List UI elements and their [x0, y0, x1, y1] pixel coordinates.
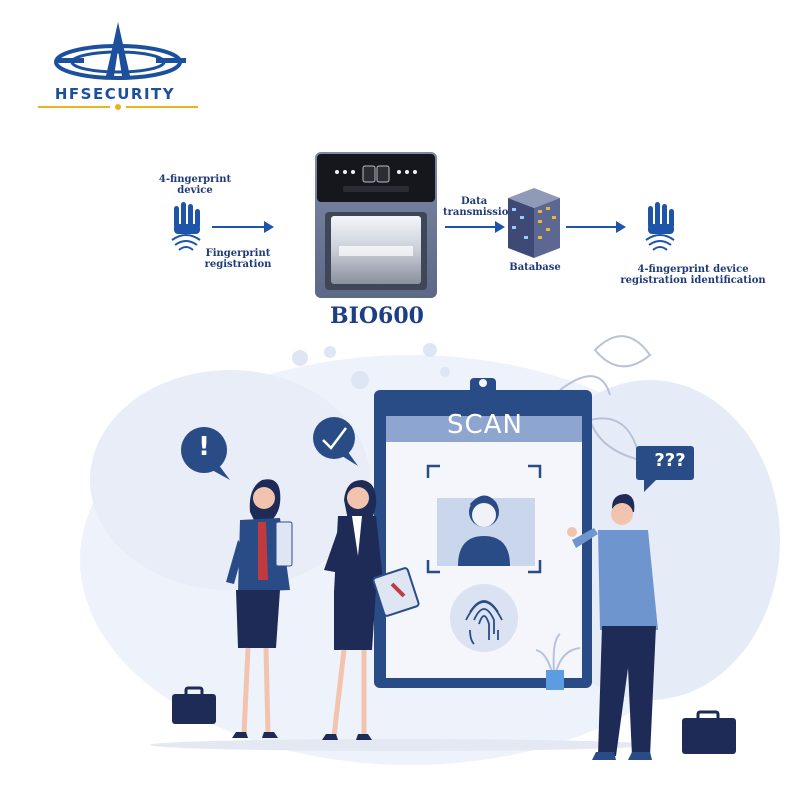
arrow-right-icon [566, 221, 626, 233]
hand-fingerprint-icon [645, 202, 675, 251]
logo-text: HFSECURITY [54, 85, 176, 103]
alert-icon: ! [198, 432, 210, 462]
device-label: 4-fingerprint device [158, 174, 232, 196]
arrow-right-icon [445, 221, 505, 233]
hand-fingerprint-icon [171, 202, 201, 251]
bio600-device-icon [315, 152, 437, 298]
woman-middle [322, 480, 420, 740]
man-right [567, 494, 658, 760]
hfsecurity-logo-icon [54, 22, 186, 80]
woman-left [226, 479, 293, 738]
arrow-right-icon [212, 221, 274, 233]
identification-label: 4-fingerprint device registration identi… [620, 264, 766, 286]
device-name: BIO600 [330, 303, 424, 329]
logo-underline [38, 104, 198, 110]
database-label: Batabase [509, 262, 561, 273]
database-server-icon [508, 188, 560, 258]
scan-title: SCAN [447, 410, 523, 440]
transmission-label: Data transmission [443, 196, 516, 218]
question-bubble-text: ??? [654, 450, 686, 471]
scan-illustration [80, 335, 780, 765]
registration-label: Fingerprint registration [204, 248, 272, 270]
